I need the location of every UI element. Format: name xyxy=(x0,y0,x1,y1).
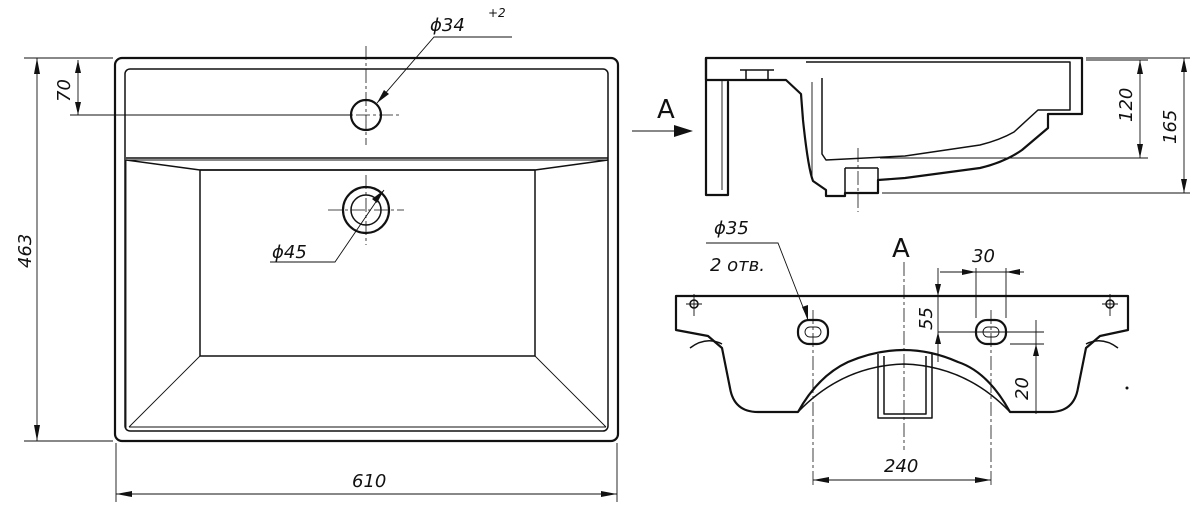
leader-d45 xyxy=(270,189,385,263)
dim-240-arrow-left xyxy=(813,477,829,483)
basin-outer-rim xyxy=(113,56,620,443)
section-overflow-channel xyxy=(740,69,774,80)
dim-610-label: 610 xyxy=(352,471,386,492)
dim-610-arrow-right xyxy=(601,491,617,497)
view-label: A xyxy=(892,234,910,264)
dim-55-label: 55 xyxy=(916,307,937,330)
dim-463-lines xyxy=(24,57,113,442)
front-side-lips xyxy=(689,340,1119,349)
dim-610-lines xyxy=(115,443,618,502)
leader-d35 xyxy=(706,242,809,321)
dim-d34-label: ϕ34 xyxy=(430,15,465,36)
front-drain xyxy=(877,354,933,419)
mount-hole-centerlines xyxy=(812,310,992,486)
dim-610-arrow-left xyxy=(116,491,132,497)
dim-20-lines xyxy=(1010,320,1044,414)
dim-240-arrow-right xyxy=(975,477,991,483)
view-arrow-head xyxy=(674,125,693,137)
dim-55-lines xyxy=(934,268,1044,362)
section-left-wall xyxy=(704,56,730,197)
dim-165-arrow-bottom xyxy=(1181,179,1187,193)
front-outline xyxy=(674,294,1130,414)
dim-120-lines xyxy=(880,59,1148,159)
dim-120-arrow-top xyxy=(1137,60,1143,74)
dim-d35-label: ϕ35 xyxy=(714,218,749,239)
dim-120-arrow-bottom xyxy=(1137,144,1143,158)
dim-120-label: 120 xyxy=(1116,88,1137,122)
dim-30-arrow-left xyxy=(962,269,976,275)
mount-screw-left-cl xyxy=(686,294,702,316)
dim-holes-count: 2 отв. xyxy=(710,255,765,276)
view-arrow-label: A xyxy=(657,95,675,125)
basin-inner-rim xyxy=(124,68,609,432)
bowl-slope-lines xyxy=(125,160,607,429)
mount-screw-right-cl xyxy=(1102,294,1118,316)
dim-d45-label: ϕ45 xyxy=(272,242,307,263)
dim-165-arrow-top xyxy=(1181,58,1187,72)
top-view: 610 463 70 ϕ34 +2 ϕ45 xyxy=(15,6,620,502)
dim-165-lines xyxy=(882,57,1190,194)
section-inner-walls xyxy=(721,80,813,190)
section-bowl-profile xyxy=(806,61,1071,161)
front-view: A ϕ35 2 отв. 30 55 20 240 xyxy=(674,218,1130,486)
dim-463-arrow-top xyxy=(34,58,40,74)
dim-30-label: 30 xyxy=(972,246,995,267)
section-drain-pipe xyxy=(844,167,879,193)
dim-55-arrow-top xyxy=(935,284,941,296)
bowl-floor xyxy=(199,169,536,357)
section-view: 120 165 A xyxy=(632,56,1190,212)
dim-70-arrow-top xyxy=(75,60,81,73)
drain-centerlines xyxy=(328,175,404,245)
dim-165-label: 165 xyxy=(1160,110,1181,144)
stray-dot xyxy=(1125,386,1129,390)
dim-55-arrow-bottom xyxy=(935,332,941,344)
leader-d35-arrow xyxy=(802,305,808,320)
bowl-rim xyxy=(125,159,609,171)
leader-d34-arrow xyxy=(377,90,389,103)
dim-463-arrow-bottom xyxy=(34,425,40,441)
leader-d34 xyxy=(376,36,512,104)
leader-d45-arrow xyxy=(372,190,384,203)
dim-20-label: 20 xyxy=(1012,377,1033,400)
dim-d34-tolerance: +2 xyxy=(488,6,506,20)
section-outer-profile xyxy=(704,56,1084,198)
dim-70-label: 70 xyxy=(54,79,75,102)
dim-30-lines xyxy=(940,268,1024,318)
dim-240-label: 240 xyxy=(884,456,918,477)
dim-463-label: 463 xyxy=(15,234,36,268)
dim-20-arrow-top xyxy=(1033,344,1039,356)
dim-70-arrow-bottom xyxy=(75,102,81,115)
dim-30-arrow-right xyxy=(1006,269,1020,275)
